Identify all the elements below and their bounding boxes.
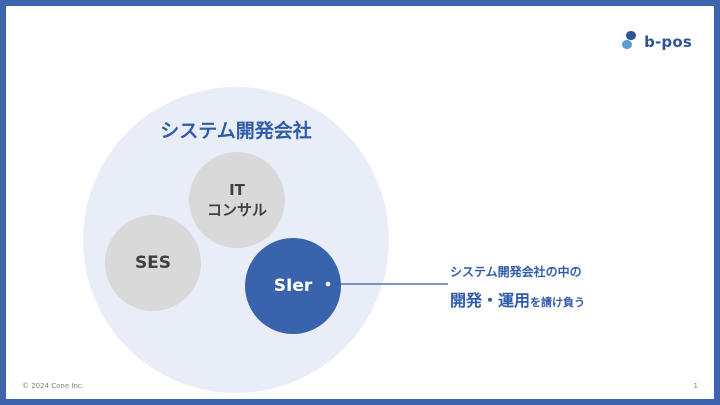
sier-circle: SIer [245, 238, 341, 334]
system-development-company-title: システム開発会社 [160, 120, 312, 142]
logo: b-pos [621, 30, 692, 54]
it-consulting-line1: IT [229, 181, 245, 199]
it-consulting-circle: IT コンサル [189, 152, 285, 248]
page-number: 1 [693, 382, 698, 390]
annotation-line1: システム開発会社の中の [450, 265, 582, 279]
ses-circle: SES [105, 215, 201, 311]
it-consulting-line2: コンサル [206, 201, 267, 219]
annotation-rest: を請け負う [530, 296, 586, 309]
sier-label: SIer [273, 276, 313, 296]
sier-connector-line [324, 280, 448, 288]
annotation-line2: 開発・運用を請け負う [450, 287, 585, 311]
copyright: © 2024 Cone Inc. [22, 382, 84, 390]
slide: b-pos システム開発会社 IT コンサル SES SIer システム開発会社… [6, 6, 714, 399]
b-pos-logo-icon [621, 30, 637, 54]
logo-text: b-pos [644, 33, 692, 51]
ses-label: SES [134, 253, 172, 273]
annotation-emphasis: 開発・運用 [450, 291, 531, 310]
